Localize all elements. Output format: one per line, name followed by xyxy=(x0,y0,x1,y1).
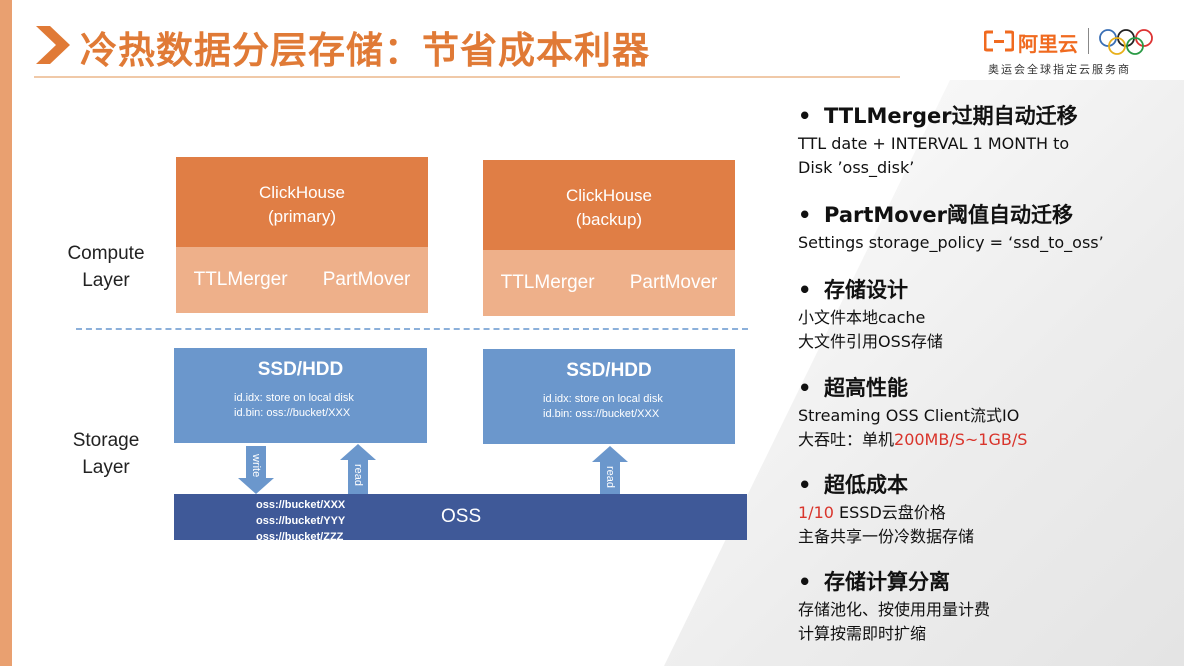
oss-path: oss://bucket/YYY xyxy=(256,515,346,527)
feature-storage-design: • 存储设计 小文件本地cache 大文件引用OSS存储 xyxy=(798,274,943,354)
feature-line: Streaming OSS Client流式IO xyxy=(798,406,1020,425)
compute-label-line2: Layer xyxy=(82,270,130,291)
throughput-value: 200MB/S~1GB/S xyxy=(894,430,1028,449)
feature-heading: 超低成本 xyxy=(824,473,908,497)
feature-heading: 存储设计 xyxy=(824,278,908,302)
storage-label-line1: Storage xyxy=(72,430,140,451)
bullet: • xyxy=(798,570,812,594)
feature-line: 大吞吐：单机200MB/S~1GB/S xyxy=(798,428,1027,452)
oss-path-list: oss://bucket/XXX oss://bucket/YYY oss://… xyxy=(256,497,345,545)
feature-cost: • 超低成本 1/10 ESSD云盘价格 主备共享一份冷数据存储 xyxy=(798,469,974,549)
feature-heading: 超高性能 xyxy=(824,376,908,400)
feature-line: Disk ’oss_disk’ xyxy=(798,158,915,177)
feature-performance: • 超高性能 Streaming OSS Client流式IO 大吞吐：单机200… xyxy=(798,372,1027,452)
read-arrow-backup-icon: read xyxy=(592,446,628,494)
primary-modules: TTLMerger PartMover xyxy=(176,247,428,313)
primary-partmover: PartMover xyxy=(322,269,411,290)
feature-line: 1/10 ESSD云盘价格 xyxy=(798,501,974,525)
chevron-right-icon xyxy=(36,26,70,64)
feature-line: 小文件本地cache xyxy=(798,308,926,327)
bullet: • xyxy=(798,104,812,128)
feature-line: 主备共享一份冷数据存储 xyxy=(798,527,975,546)
primary-role: (primary) xyxy=(268,207,336,226)
bullet: • xyxy=(798,376,812,400)
clickhouse-backup-box: ClickHouse (backup) xyxy=(483,160,735,250)
feature-line: 计算按需即时扩缩 xyxy=(798,624,927,643)
feature-partmover: • PartMover阈值自动迁移 Settings storage_policy… xyxy=(798,199,1104,255)
ssd-primary-title: SSD/HDD xyxy=(257,359,344,380)
feature-heading: TTLMerger过期自动迁移 xyxy=(824,104,1078,128)
storage-label-line2: Layer xyxy=(82,457,130,478)
compute-layer-label: Compute Layer xyxy=(58,240,154,294)
olympic-rings-icon xyxy=(1099,29,1153,55)
backup-name: ClickHouse xyxy=(566,186,652,205)
oss-path: oss://bucket/XXX xyxy=(256,499,346,511)
cost-label: ESSD云盘价格 xyxy=(833,503,946,522)
oss-path: oss://bucket/ZZZ xyxy=(256,531,344,543)
primary-name: ClickHouse xyxy=(259,183,345,202)
read-arrow-backup-label: read xyxy=(604,466,616,488)
ssd-primary-bin: id.bin: oss://bucket/XXX xyxy=(234,407,351,419)
read-arrow-primary-label: read xyxy=(352,464,364,486)
backup-partmover: PartMover xyxy=(629,272,718,293)
compute-label-line1: Compute xyxy=(67,243,145,264)
ssd-primary-box: SSD/HDD id.idx: store on local disk id.b… xyxy=(174,348,427,443)
throughput-label: 大吞吐：单机 xyxy=(798,430,895,449)
backup-role: (backup) xyxy=(575,210,643,229)
logo-divider xyxy=(1088,28,1089,54)
ssd-backup-bin: id.bin: oss://bucket/XXX xyxy=(543,408,660,420)
bullet: • xyxy=(798,203,812,227)
feature-heading: 存储计算分离 xyxy=(824,570,950,594)
clickhouse-primary-box: ClickHouse (primary) xyxy=(176,157,428,247)
ssd-backup-title: SSD/HDD xyxy=(566,360,652,381)
left-accent-stripe xyxy=(0,0,12,666)
feature-line: Settings storage_policy = ‘ssd_to_oss’ xyxy=(798,233,1104,252)
primary-ttlmerger: TTLMerger xyxy=(193,269,288,290)
aliyun-mark-icon xyxy=(984,30,1014,52)
write-arrow-label: write xyxy=(250,453,262,477)
bullet: • xyxy=(798,278,812,302)
brand-name: 阿里云 xyxy=(1018,32,1078,56)
layer-divider xyxy=(76,328,748,330)
feature-separation: • 存储计算分离 存储池化、按使用用量计费 计算按需即时扩缩 xyxy=(798,566,990,646)
ssd-backup-idx: id.idx: store on local disk xyxy=(543,393,663,405)
backup-modules: TTLMerger PartMover xyxy=(483,250,735,316)
ssd-primary-idx: id.idx: store on local disk xyxy=(234,392,354,404)
oss-box xyxy=(174,494,747,540)
feature-line: TTL date + INTERVAL 1 MONTH to xyxy=(798,134,1070,153)
cost-ratio: 1/10 xyxy=(798,503,834,522)
bullet: • xyxy=(798,473,812,497)
oss-label: OSS xyxy=(441,506,482,527)
backup-ttlmerger: TTLMerger xyxy=(500,272,595,293)
feature-line: 大文件引用OSS存储 xyxy=(798,332,943,351)
ssd-backup-box: SSD/HDD id.idx: store on local disk id.b… xyxy=(483,349,735,444)
feature-line: 存储池化、按使用用量计费 xyxy=(798,600,991,619)
read-arrow-primary-icon: read xyxy=(340,444,376,494)
page-title: 冷热数据分层存储：节省成本利器 xyxy=(80,29,650,72)
feature-heading: PartMover阈值自动迁移 xyxy=(824,203,1074,227)
sponsor-text: 奥运会全球指定云服务商 xyxy=(988,63,1131,76)
storage-layer-label: Storage Layer xyxy=(58,427,154,481)
feature-ttlmerger: • TTLMerger过期自动迁移 TTL date + INTERVAL 1 M… xyxy=(798,100,1078,180)
title-divider xyxy=(34,76,900,78)
write-arrow-icon: write xyxy=(238,446,274,494)
